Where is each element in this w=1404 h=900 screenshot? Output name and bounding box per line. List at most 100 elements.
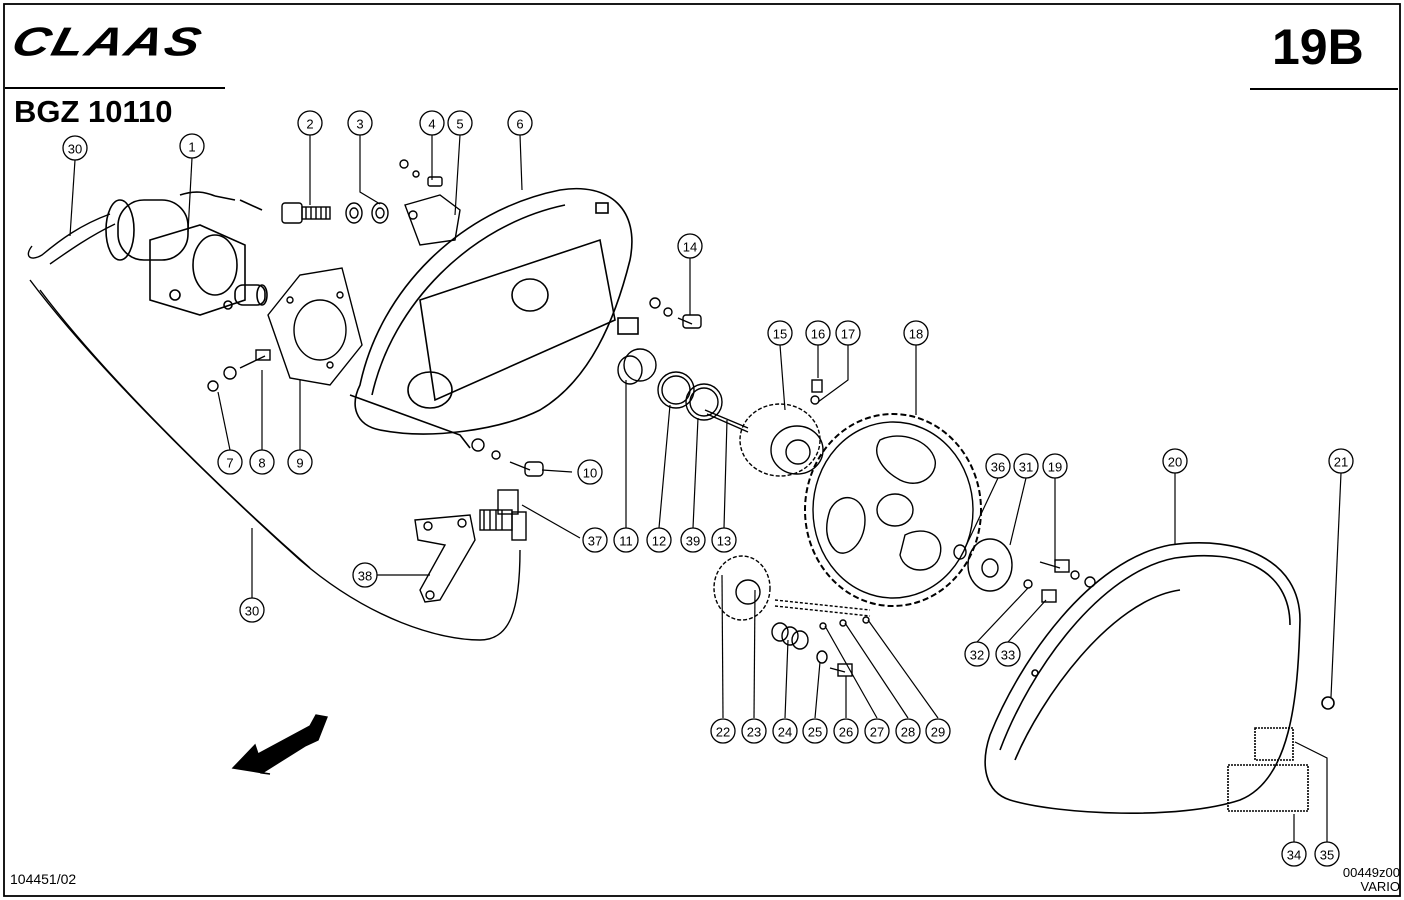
small-sprocket-hub (739, 379, 824, 477)
callout-15: 15 (767, 320, 793, 346)
callout-10: 10 (577, 459, 603, 485)
cable-30-upper (27, 213, 111, 259)
ring-39 (685, 383, 723, 421)
callout-label: 6 (516, 117, 523, 132)
callout-26: 26 (833, 718, 859, 744)
callout-label: 32 (970, 648, 984, 663)
callout-20: 20 (1162, 448, 1188, 474)
callout-label: 4 (428, 117, 435, 132)
bolt-10 (471, 438, 544, 477)
motor (105, 191, 268, 316)
drive-sprocket (713, 555, 871, 677)
callout-8: 8 (249, 449, 275, 475)
callout-23: 23 (741, 718, 767, 744)
callout-label: 2 (306, 117, 313, 132)
callout-28: 28 (895, 718, 921, 744)
callout-label: 33 (1001, 648, 1015, 663)
chain-housing (349, 187, 639, 449)
callout-31: 31 (1013, 453, 1039, 479)
sensor-bracket (414, 514, 476, 603)
callout-label: 21 (1334, 455, 1348, 470)
callout-35: 35 (1314, 841, 1340, 867)
callout-label: 16 (811, 327, 825, 342)
callout-label: 20 (1168, 455, 1182, 470)
callout-32: 32 (964, 641, 990, 667)
callout-3: 3 (347, 110, 373, 136)
callout-label: 12 (652, 534, 666, 549)
callout-36: 36 (985, 453, 1011, 479)
callout-4: 4 (419, 110, 445, 136)
callout-38: 38 (352, 562, 378, 588)
cable-30-lower-b (39, 289, 311, 569)
callout-29: 29 (925, 718, 951, 744)
bracket-5 (399, 159, 461, 246)
callout-label: 14 (683, 240, 697, 255)
callout-label: 15 (773, 327, 787, 342)
callout-label: 18 (909, 327, 923, 342)
callout-label: 13 (717, 534, 731, 549)
header-rule-left (5, 87, 225, 89)
screws-7-8 (207, 349, 271, 392)
callout-label: 22 (716, 725, 730, 740)
chain-cover (984, 542, 1335, 814)
callout-label: 35 (1320, 848, 1334, 863)
callout-label: 5 (456, 117, 463, 132)
callout-7: 7 (217, 449, 243, 475)
callout-label: 11 (619, 534, 633, 549)
callout-1: 1 (179, 133, 205, 159)
figure-code: 00449z00 (1342, 865, 1400, 880)
sensor (479, 489, 527, 541)
model-number: BGZ 10110 (14, 94, 173, 129)
callout-label: 25 (808, 725, 822, 740)
callout-label: 31 (1019, 460, 1033, 475)
plug-connector (281, 202, 331, 224)
callout-label: 8 (258, 456, 265, 471)
variant-label: VARIO (1360, 879, 1401, 894)
hub-31 (953, 538, 1096, 603)
direction-arrow (231, 714, 328, 775)
callout-22: 22 (710, 718, 736, 744)
callout-label: 10 (583, 466, 597, 481)
callout-label: 30 (68, 142, 82, 157)
callout-label: 7 (226, 456, 233, 471)
callout-label: 28 (901, 725, 915, 740)
callout-5: 5 (447, 110, 473, 136)
callout-label: 29 (931, 725, 945, 740)
callout-label: 24 (778, 725, 792, 740)
callout-16: 16 (805, 320, 831, 346)
bushing-11 (617, 348, 657, 385)
callout-33: 33 (995, 641, 1021, 667)
callout-label: 23 (747, 725, 761, 740)
callout-label: 30 (245, 604, 259, 619)
callout-6: 6 (507, 110, 533, 136)
bolt-14 (649, 297, 702, 329)
callout-label: 1 (188, 140, 195, 155)
large-sprocket (804, 413, 982, 607)
header-rule-right (1250, 88, 1398, 90)
callout-11: 11 (613, 527, 639, 553)
callout-27: 27 (864, 718, 890, 744)
callout-label: 27 (870, 725, 884, 740)
callout-label: 3 (356, 117, 363, 132)
callout-17: 17 (835, 320, 861, 346)
callout-label: 38 (358, 569, 372, 584)
callout-12: 12 (646, 527, 672, 553)
page-number: 19B (1272, 19, 1364, 75)
callout-label: 26 (839, 725, 853, 740)
callout-30: 30 (62, 135, 88, 161)
nuts-3 (345, 202, 389, 224)
callout-label: 19 (1048, 460, 1062, 475)
callout-30: 30 (239, 597, 265, 623)
callout-19: 19 (1042, 453, 1068, 479)
callout-39: 39 (680, 527, 706, 553)
leader-lines (69, 134, 1342, 842)
callout-label: 17 (841, 327, 855, 342)
callout-label: 39 (686, 534, 700, 549)
callout-18: 18 (903, 320, 929, 346)
cable-30-upper-b (49, 223, 116, 265)
page-frame (3, 3, 1401, 897)
callout-14: 14 (677, 233, 703, 259)
adapter-plate (267, 267, 363, 386)
